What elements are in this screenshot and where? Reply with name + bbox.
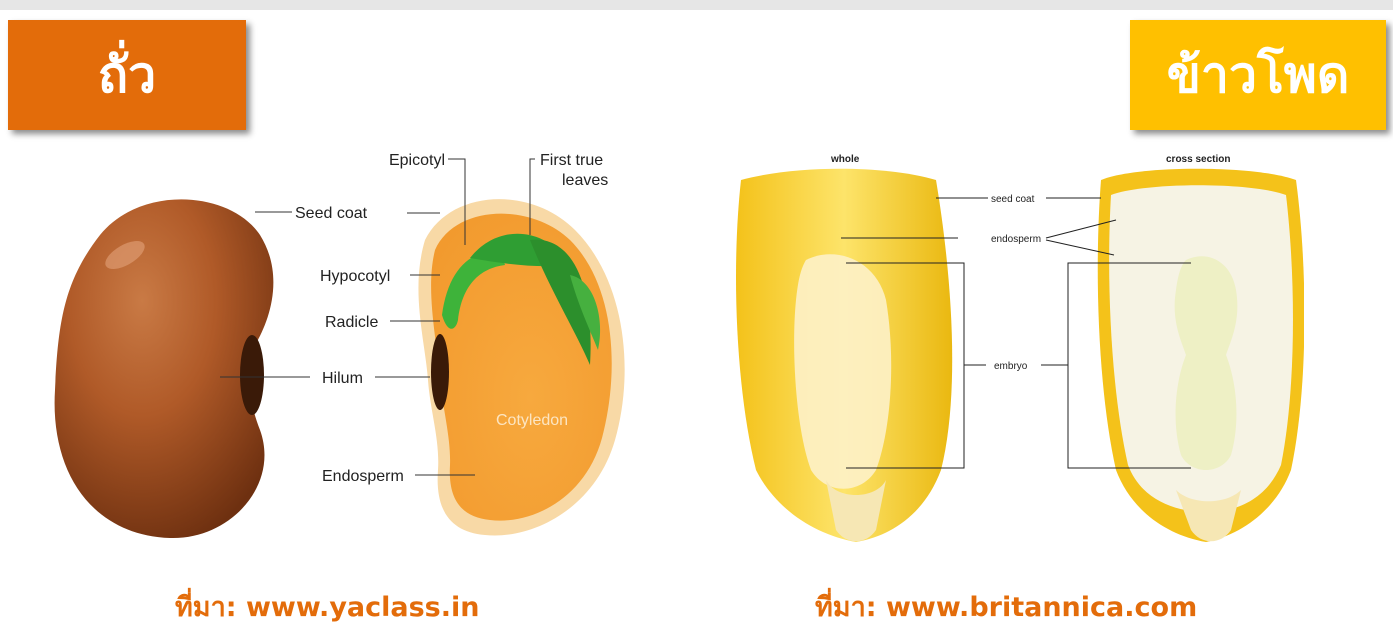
source-right: ที่มา: www.britannica.com [815, 585, 1197, 628]
title-corn: ข้าวโพด [1130, 20, 1386, 130]
label-first-true-leaves-1: First true [540, 152, 603, 169]
corn-label-endosperm: endosperm [991, 234, 1041, 245]
bean-hilum [240, 335, 264, 415]
label-endosperm: Endosperm [322, 468, 404, 485]
title-bean-text: ถั่ว [98, 36, 156, 115]
top-bar [0, 0, 1393, 10]
corn-section-embryo [1175, 256, 1238, 470]
corn-whole-embryo [794, 254, 891, 488]
label-radicle: Radicle [325, 314, 378, 331]
source-left: ที่มา: www.yaclass.in [175, 585, 480, 628]
title-corn-text: ข้าวโพด [1167, 36, 1350, 115]
corn-kernel-diagram: whole cross section seed coat endosperm … [736, 150, 1304, 545]
bean-section-hilum [431, 334, 449, 410]
bean-seed-diagram: Epicotyl First true leaves Seed coat Hyp… [30, 140, 695, 545]
label-epicotyl: Epicotyl [389, 152, 445, 169]
title-bean: ถั่ว [8, 20, 246, 130]
label-hypocotyl: Hypocotyl [320, 268, 390, 285]
corn-label-embryo: embryo [994, 361, 1028, 372]
label-first-true-leaves-2: leaves [562, 172, 608, 189]
label-hilum: Hilum [322, 370, 363, 387]
corn-label-seed-coat: seed coat [991, 194, 1035, 205]
label-seed-coat: Seed coat [295, 205, 368, 222]
corn-heading-cross-section: cross section [1166, 154, 1230, 165]
label-cotyledon: Cotyledon [496, 412, 568, 429]
corn-heading-whole: whole [830, 154, 860, 165]
